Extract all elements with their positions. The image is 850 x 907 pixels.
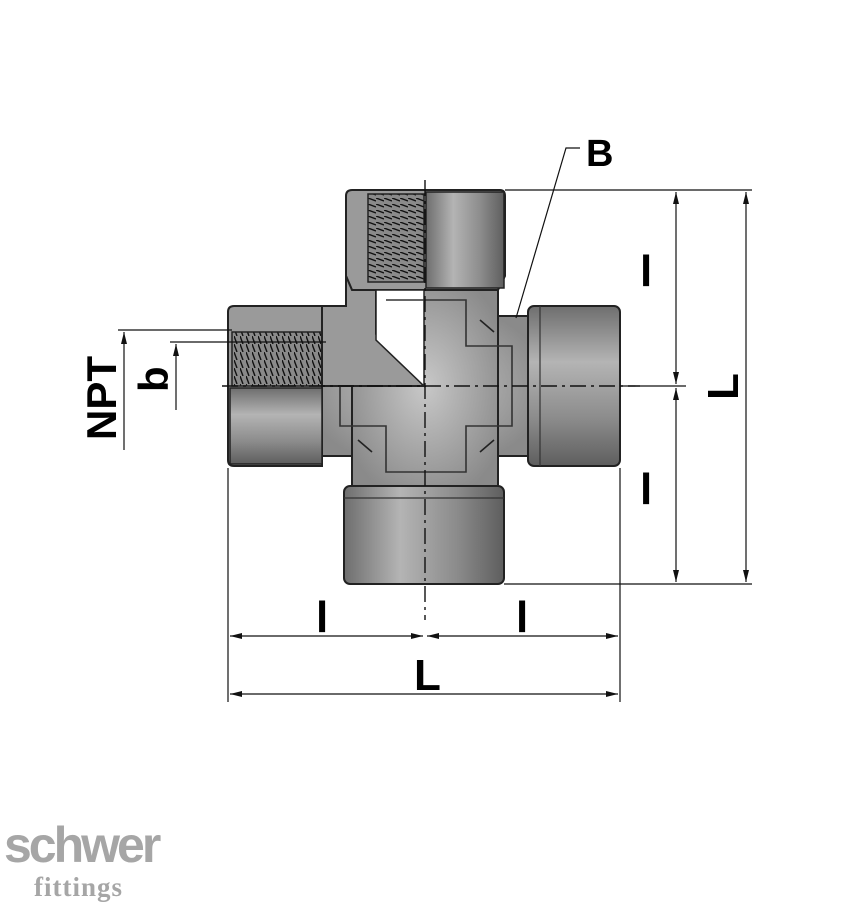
fitting-body [222,180,640,620]
inner-bore-outline [339,299,513,473]
overall-length-label-vertical: L [699,373,748,400]
leg-length-label-left: l [316,593,328,642]
centerlines [222,180,640,620]
left-leg-face [229,387,323,465]
npt-label: NPT [78,356,125,440]
bore-cut [375,289,425,388]
top-thread [367,193,425,283]
logo-subtitle: fittings [34,872,123,902]
bottom-leg [343,485,505,585]
thread-depth-label: b [130,366,177,392]
bore-chamfer-marks [357,319,495,453]
schwer-logo: schwer fittings [4,817,164,902]
leg-length-label-bottom: l [640,465,652,514]
leg-length-label-top: l [640,247,652,296]
dimension-lines [118,147,752,702]
thread-callout-label: B [586,133,613,175]
dimension-arrows [121,192,749,697]
overall-length-label-horizontal: L [414,651,441,700]
leg-length-label-right: l [516,593,528,642]
logo-brand: schwer [4,817,161,873]
left-thread [231,331,323,387]
top-leg-face [425,191,505,289]
